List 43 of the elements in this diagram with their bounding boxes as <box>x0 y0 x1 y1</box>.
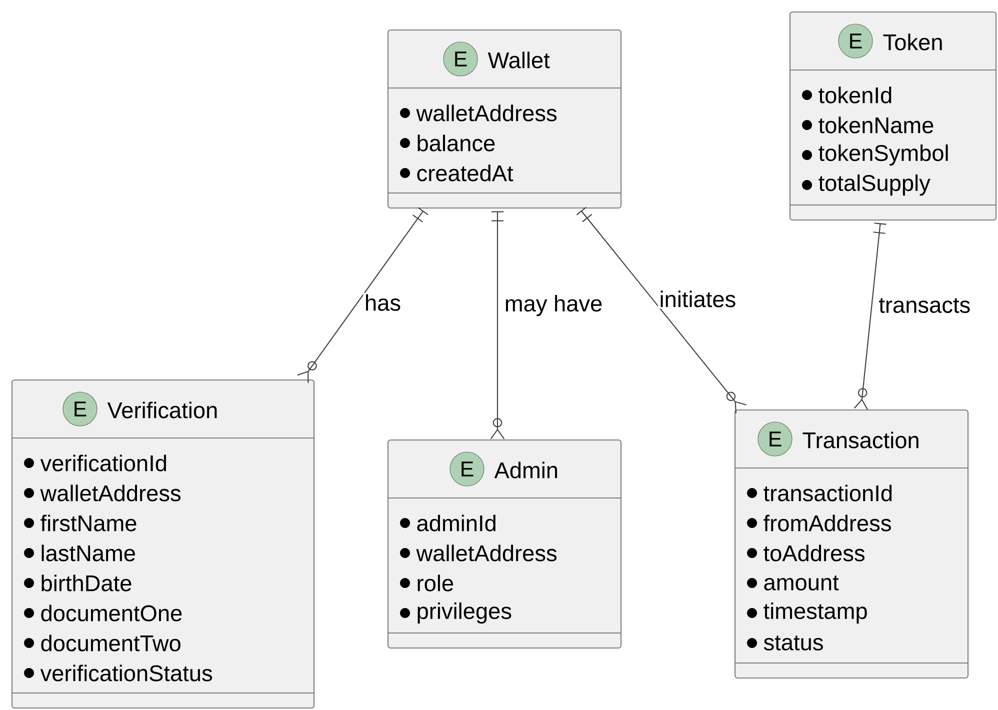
attribute: lastName <box>24 544 135 562</box>
attribute: walletAddress <box>24 484 181 502</box>
attribute: totalSupply <box>802 174 930 196</box>
edge-label: may have <box>503 294 604 318</box>
attribute: walletAddress <box>400 104 557 122</box>
relationship-line <box>297 207 428 383</box>
entity-badge: E <box>443 42 478 76</box>
attribute: documentOne <box>24 604 182 622</box>
attribute: createdAt <box>400 164 514 182</box>
entity-name: Transaction <box>802 432 918 448</box>
attribute: balance <box>400 134 495 152</box>
edge-label: transacts <box>877 296 972 314</box>
attribute: timestamp <box>747 602 867 624</box>
entity-name: Admin <box>494 462 558 478</box>
attribute: walletAddress <box>400 544 557 562</box>
relationship-line <box>490 211 505 440</box>
attribute: birthDate <box>24 574 132 592</box>
attribute: firstName <box>24 514 136 532</box>
entity-badge: E <box>758 422 792 456</box>
attribute: verificationStatus <box>24 664 212 682</box>
entity-name: Token <box>883 34 942 50</box>
entity-badge: E <box>450 452 484 486</box>
entity-name: Wallet <box>488 52 550 68</box>
edge-label: initiates <box>658 289 738 309</box>
relationship-line <box>854 222 886 410</box>
attribute: adminId <box>400 514 496 532</box>
attribute: tokenName <box>802 116 934 134</box>
attribute: transactionId <box>747 484 892 502</box>
attribute: privileges <box>400 602 512 624</box>
attribute: tokenId <box>802 86 892 104</box>
attribute: status <box>747 636 823 650</box>
entity-badge: E <box>838 24 873 58</box>
attribute: fromAddress <box>747 514 891 532</box>
attribute: verificationId <box>24 454 166 472</box>
edge-label: has <box>363 292 402 312</box>
attribute: amount <box>747 576 839 590</box>
relationship-line <box>576 206 746 414</box>
attribute: role <box>400 574 454 592</box>
attribute: toAddress <box>747 544 864 562</box>
entity-name: Verification <box>107 402 217 418</box>
attribute: tokenSymbol <box>802 144 948 166</box>
entity-badge: E <box>62 392 98 426</box>
attribute: documentTwo <box>24 634 180 652</box>
